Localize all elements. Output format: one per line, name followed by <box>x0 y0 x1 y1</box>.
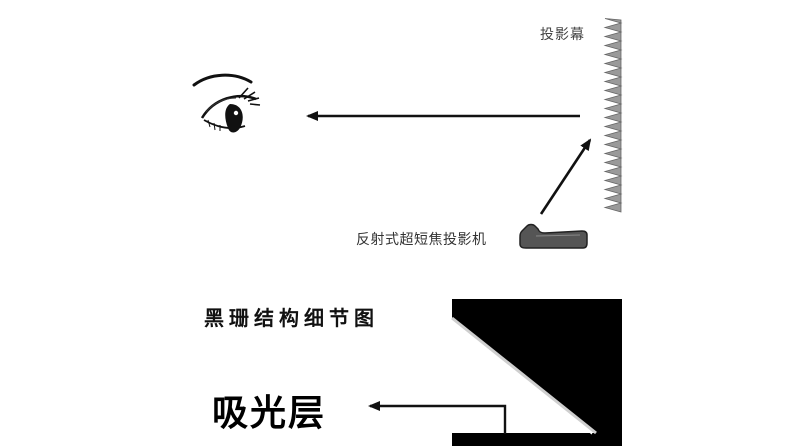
eye-icon <box>192 73 261 133</box>
reflective-layer <box>451 316 597 435</box>
detail-title: 黑珊结构细节图 <box>204 306 379 330</box>
absorb-layer-label: 吸光层 <box>212 393 327 434</box>
sawtooth-screen-icon <box>603 18 623 213</box>
absorb-arrow <box>368 401 507 434</box>
projected-light-arrow <box>539 138 592 215</box>
screen-label: 投影幕 <box>540 27 585 43</box>
black-grating-structure <box>451 299 622 446</box>
projector-label: 反射式超短焦投影机 <box>356 232 487 248</box>
projector-icon <box>519 223 588 249</box>
